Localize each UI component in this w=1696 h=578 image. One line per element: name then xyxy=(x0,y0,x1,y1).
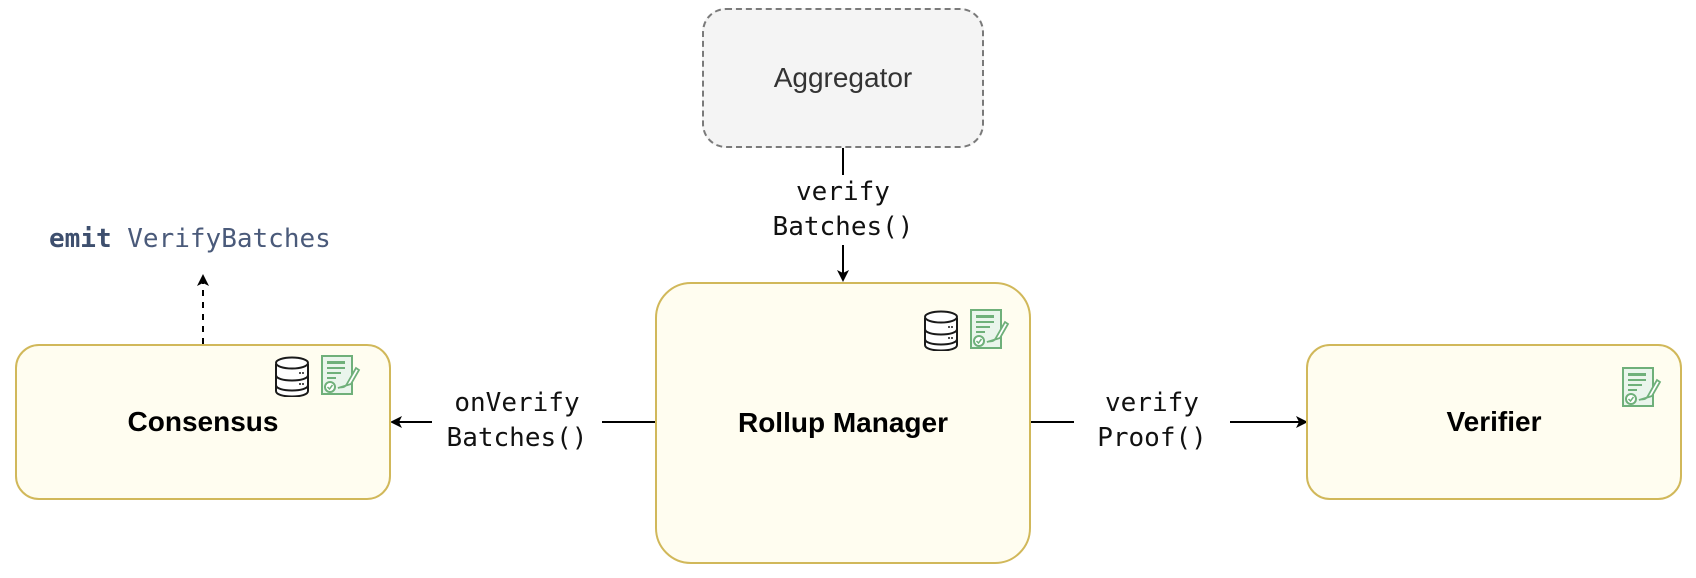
emit-keyword: emit xyxy=(49,224,112,254)
verifier-label: Verifier xyxy=(1446,406,1542,437)
verify-proof-line1: verify xyxy=(1105,388,1199,418)
verify-batches-label: verify Batches() xyxy=(762,175,924,245)
verify-batches-line2: Batches() xyxy=(772,212,914,242)
verify-batches-line1: verify xyxy=(796,177,890,207)
certificate-icon xyxy=(321,355,361,395)
consensus-label: Consensus xyxy=(127,406,279,437)
certificate-icon xyxy=(970,309,1010,349)
rollup-manager-node[interactable]: Rollup Manager xyxy=(655,282,1031,564)
on-verify-batches-line1: onVerify xyxy=(454,388,580,418)
on-verify-batches-label: onVerify Batches() xyxy=(432,386,602,456)
verify-proof-label: verify Proof() xyxy=(1074,386,1230,456)
certificate-icon xyxy=(1622,367,1662,407)
verify-proof-line2: Proof() xyxy=(1097,423,1207,453)
database-icon xyxy=(275,356,309,397)
rollup-manager-label: Rollup Manager xyxy=(737,407,948,438)
event-name: VerifyBatches xyxy=(127,224,331,254)
aggregator-label: Aggregator xyxy=(773,62,913,93)
aggregator-node[interactable]: Aggregator xyxy=(702,8,984,148)
on-verify-batches-line2: Batches() xyxy=(446,423,588,453)
verifier-node[interactable]: Verifier xyxy=(1306,344,1682,500)
emit-event-label: emit VerifyBatches xyxy=(49,224,331,254)
database-icon xyxy=(924,310,958,351)
